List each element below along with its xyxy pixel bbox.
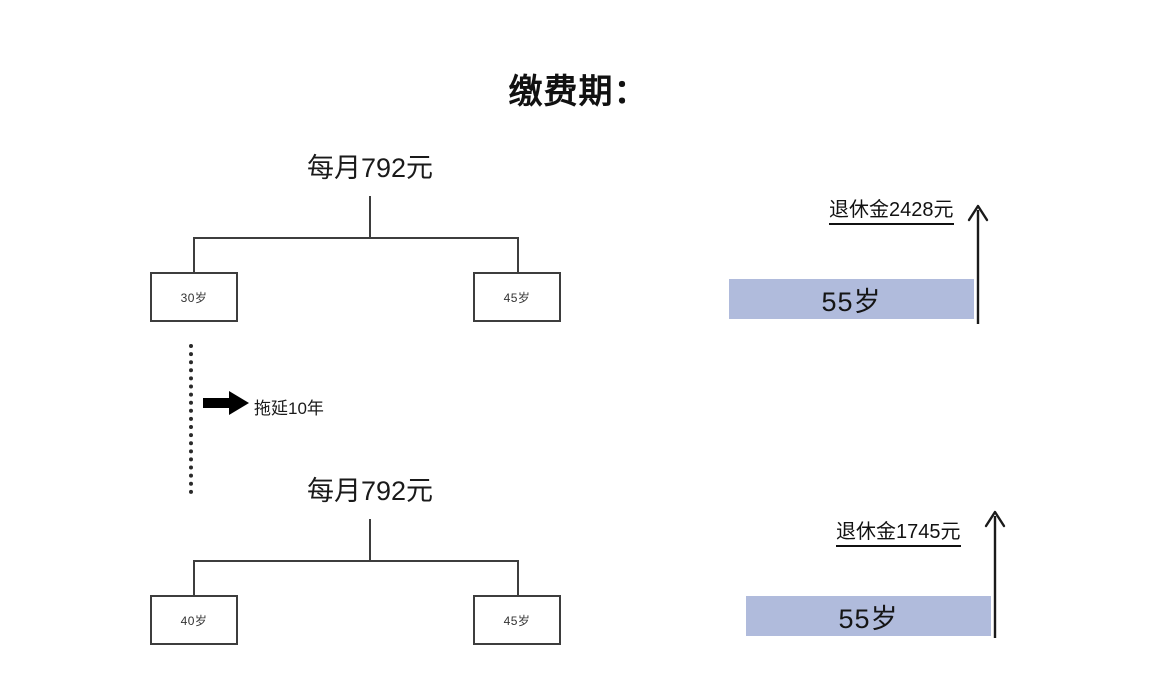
premium-label-scenario-2: 每月792元 — [306, 476, 434, 506]
tree-branch-right-scenario-1 — [517, 237, 519, 272]
vertical-dotted-divider-icon — [189, 344, 193, 494]
tree-branch-left-scenario-2 — [193, 560, 195, 595]
delay-annotation-label: 拖延10年 — [254, 399, 324, 418]
pension-label-scenario-2: 退休金1745元 — [836, 521, 961, 547]
tree-stem-scenario-1 — [369, 196, 371, 238]
age-box-start-scenario-2[interactable]: 40岁 — [150, 595, 238, 645]
growth-up-arrow-icon-scenario-1 — [967, 204, 989, 324]
age-box-end-scenario-1[interactable]: 45岁 — [473, 272, 561, 322]
retirement-bar-scenario-2[interactable]: 55岁 — [746, 596, 991, 636]
tree-crossbar-scenario-2 — [193, 560, 519, 562]
tree-crossbar-scenario-1 — [193, 237, 519, 239]
age-box-start-scenario-1[interactable]: 30岁 — [150, 272, 238, 322]
right-block-arrow-icon — [203, 391, 249, 415]
pension-label-scenario-1: 退休金2428元 — [829, 199, 954, 225]
tree-branch-left-scenario-1 — [193, 237, 195, 272]
tree-branch-right-scenario-2 — [517, 560, 519, 595]
age-box-end-scenario-2[interactable]: 45岁 — [473, 595, 561, 645]
growth-up-arrow-icon-scenario-2 — [984, 510, 1006, 638]
page-title: 缴费期： — [508, 73, 649, 111]
premium-label-scenario-1: 每月792元 — [306, 153, 434, 183]
tree-stem-scenario-2 — [369, 519, 371, 561]
retirement-bar-scenario-1[interactable]: 55岁 — [729, 279, 974, 319]
